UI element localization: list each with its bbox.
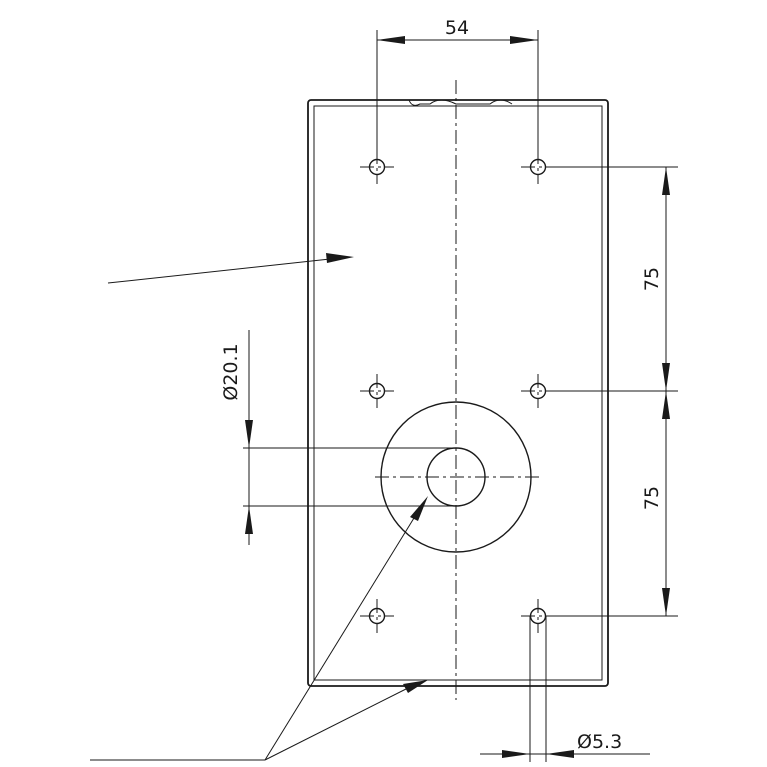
dimension-75-upper: 75 — [546, 166, 678, 392]
dimension-mount-hole: Ø5.3 — [480, 616, 650, 762]
dimension-54-label: 54 — [445, 17, 469, 39]
mounting-plate — [307, 99, 609, 687]
dimension-mount-hole-label: Ø5.3 — [577, 731, 622, 753]
leader-lines-bottom — [90, 496, 428, 761]
dimension-center-hole-label: Ø20.1 — [220, 343, 242, 400]
center-boss — [375, 401, 540, 553]
mount-hole-bottom-left — [360, 599, 394, 633]
dimension-75-upper-label: 75 — [641, 267, 663, 291]
dimension-54: 54 — [376, 17, 539, 150]
mount-hole-top-left — [360, 150, 394, 184]
dimension-75-lower-label: 75 — [641, 486, 663, 510]
dimension-75-lower: 75 — [546, 391, 678, 617]
mount-hole-mid-left — [360, 374, 394, 408]
leader-plate — [107, 253, 354, 284]
